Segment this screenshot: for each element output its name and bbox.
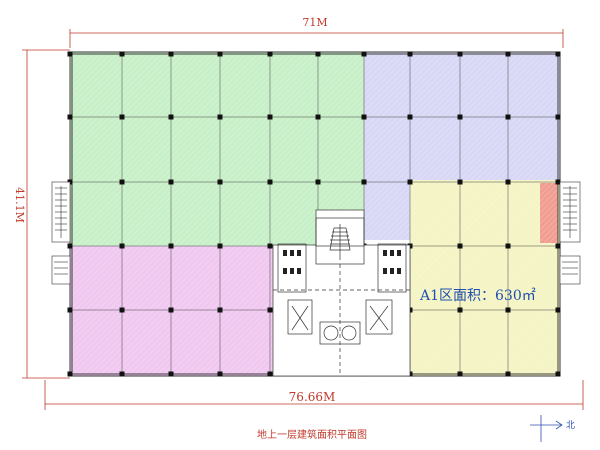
column-1-0 [119,51,125,57]
column-2-2 [168,179,174,185]
column-10-5 [555,371,561,377]
plan-caption: 地上一层建筑面积平面图 [257,428,367,441]
column-9-4 [505,307,511,313]
column-10-2 [555,179,561,185]
column-9-5 [505,371,511,377]
column-3-5 [217,371,223,377]
dimension-lines [22,29,584,410]
column-3-1 [217,114,223,120]
column-7-1 [407,114,413,120]
column-2-4 [168,307,174,313]
toilet-fixtures [283,250,401,274]
column-6-2 [361,179,367,185]
column-9-3 [505,243,511,249]
column-8-5 [457,371,463,377]
column-4-1 [267,114,273,120]
column-10-0 [555,51,561,57]
north-arrow-icon [530,415,563,442]
column-8-3 [457,243,463,249]
column-5-0 [315,51,321,57]
column-4-3 [267,243,273,249]
column-3-2 [217,179,223,185]
column-0-4 [67,307,73,313]
column-6-1 [361,114,367,120]
column-2-5 [168,371,174,377]
central-core [272,209,411,377]
column-8-0 [457,51,463,57]
column-4-0 [267,51,273,57]
column-8-1 [457,114,463,120]
column-5-1 [315,114,321,120]
area-label: A1区面积：630㎡ [419,288,536,304]
column-4-5 [267,371,273,377]
column-8-4 [457,307,463,313]
column-0-5 [67,371,73,377]
column-0-1 [67,114,73,120]
side-stair-left [51,181,71,285]
dimension-top: 71M [302,16,327,29]
column-8-2 [457,179,463,185]
column-3-3 [217,243,223,249]
column-5-2 [315,179,321,185]
column-1-5 [119,371,125,377]
column-9-1 [505,114,511,120]
column-9-0 [505,51,511,57]
column-6-0 [361,51,367,57]
dimension-left: 41.1M [13,187,26,223]
column-0-0 [67,51,73,57]
column-1-1 [119,114,125,120]
column-10-4 [555,307,561,313]
column-1-4 [119,307,125,313]
side-stair-right [559,181,581,285]
north-label: 北 [566,420,575,431]
column-3-0 [217,51,223,57]
column-9-2 [505,179,511,185]
column-7-2 [407,179,413,185]
column-10-1 [555,114,561,120]
column-2-3 [168,243,174,249]
column-4-4 [267,307,273,313]
column-7-0 [407,51,413,57]
column-4-2 [267,179,273,185]
column-3-4 [217,307,223,313]
column-2-0 [168,51,174,57]
dimension-bottom: 76.66M [289,390,336,404]
column-2-1 [168,114,174,120]
column-0-3 [67,243,73,249]
column-1-3 [119,243,125,249]
column-1-2 [119,179,125,185]
column-10-3 [555,243,561,249]
